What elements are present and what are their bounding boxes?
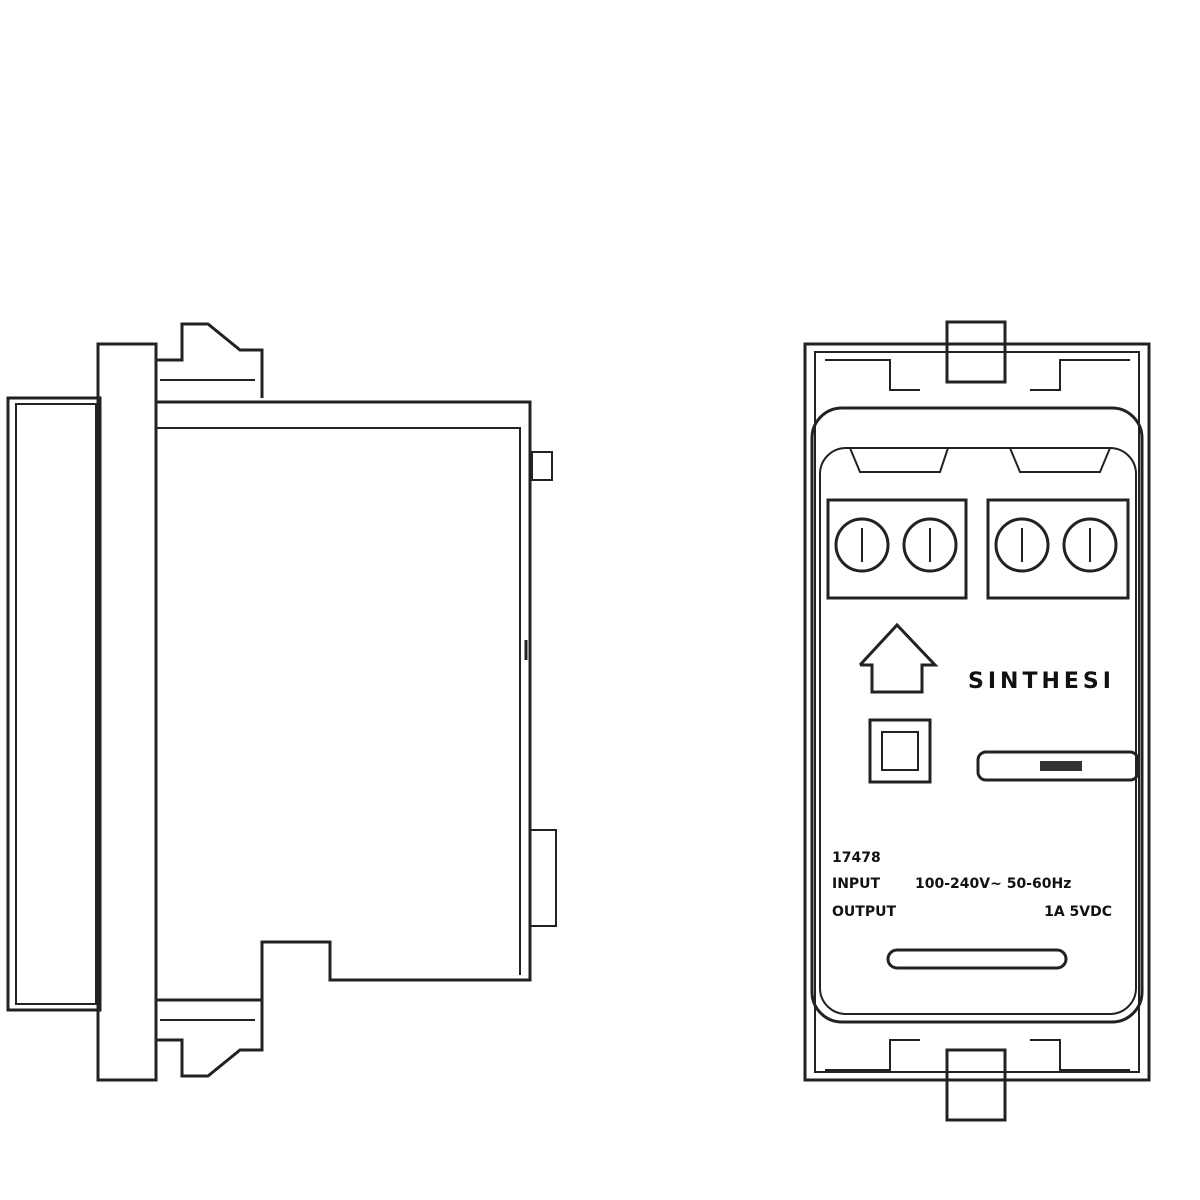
front-view bbox=[803, 320, 1151, 1122]
side-body bbox=[156, 400, 532, 1002]
side-front-plate bbox=[6, 396, 102, 1012]
front-frame bbox=[803, 342, 1151, 1082]
model-code: 17478 bbox=[832, 850, 881, 866]
led-slot bbox=[976, 750, 1140, 782]
square-button-icon bbox=[868, 718, 932, 784]
output-label: OUTPUT bbox=[832, 904, 896, 920]
side-view bbox=[6, 322, 557, 1082]
house-icon bbox=[858, 622, 939, 694]
bottom-slot bbox=[886, 948, 1068, 970]
front-body bbox=[810, 406, 1144, 1024]
terminal-block-left bbox=[826, 498, 968, 600]
terminal-screws bbox=[834, 517, 1118, 573]
side-frame bbox=[96, 342, 158, 1082]
input-value: 100-240V~ 50-60Hz bbox=[915, 876, 1071, 892]
output-value: 1A 5VDC bbox=[1044, 904, 1112, 920]
brand-label: SINTHESI bbox=[968, 669, 1115, 694]
labels: SINTHESI 17478 INPUT 100-240V~ 50-60Hz O… bbox=[832, 669, 1115, 920]
terminal-block-right bbox=[986, 498, 1130, 600]
input-label: INPUT bbox=[832, 876, 881, 892]
